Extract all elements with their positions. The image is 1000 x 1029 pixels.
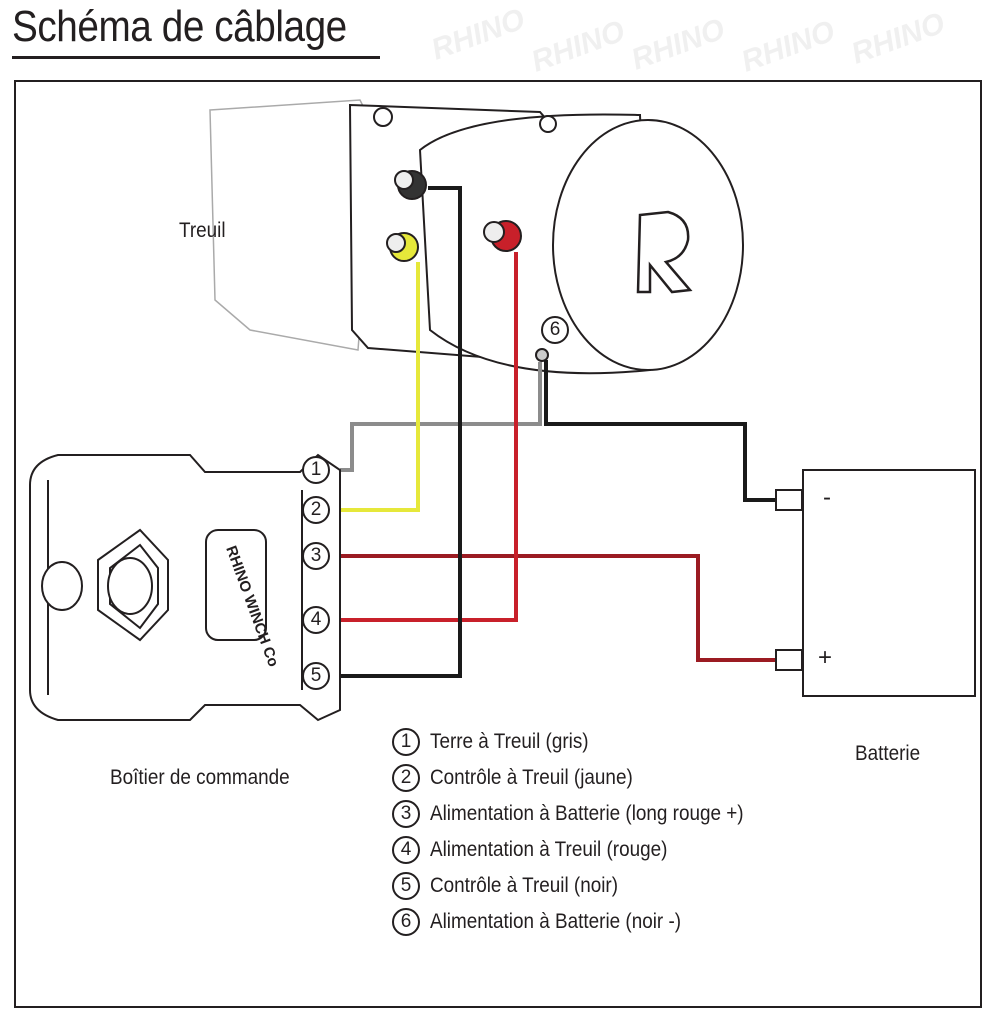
legend-text: Contrôle à Treuil (jaune) [430, 766, 633, 789]
legend-number: 2 [392, 764, 420, 792]
legend-item: 6 Alimentation à Batterie (noir -) [392, 904, 778, 940]
legend-item: 5 Contrôle à Treuil (noir) [392, 868, 778, 904]
winch-terminal-yellow [386, 232, 419, 262]
terminal-5-badge: 5 [302, 662, 330, 690]
title-underline [12, 56, 380, 59]
control-box-drawing [29, 453, 341, 722]
legend-number: 3 [392, 800, 420, 828]
battery-label: Batterie [855, 742, 921, 765]
wire-4-red [340, 252, 518, 622]
legend-text: Contrôle à Treuil (noir) [430, 874, 619, 897]
legend-text: Terre à Treuil (gris) [430, 730, 589, 753]
wire-3-red-long [340, 554, 778, 662]
wire-5-black [340, 186, 462, 678]
legend-text: Alimentation à Batterie (noir -) [430, 910, 682, 933]
wiring-legend: 1 Terre à Treuil (gris) 2 Contrôle à Tre… [392, 724, 778, 940]
battery-positive-sign: + [818, 644, 833, 671]
control-box-label: Boîtier de commande [110, 766, 290, 789]
legend-number: 6 [392, 908, 420, 936]
wire-2-yellow [340, 262, 420, 512]
legend-number: 5 [392, 872, 420, 900]
winch-terminal-red [483, 220, 522, 252]
winch-ground-stud [535, 348, 549, 362]
legend-item: 3 Alimentation à Batterie (long rouge +) [392, 796, 778, 832]
winch-terminal-black [394, 170, 427, 200]
page-title: Schéma de câblage [12, 2, 347, 51]
legend-text: Alimentation à Treuil (rouge) [430, 838, 668, 861]
battery-negative-sign: - [823, 484, 831, 511]
legend-item: 1 Terre à Treuil (gris) [392, 724, 778, 760]
winch-drawing [209, 99, 744, 375]
terminal-6-badge: 6 [541, 316, 569, 344]
terminal-4-badge: 4 [302, 606, 330, 634]
wire-1-gray [340, 362, 542, 472]
winch-label: Treuil [179, 219, 226, 242]
diagram-frame [14, 80, 982, 1008]
legend-number: 4 [392, 836, 420, 864]
legend-number: 1 [392, 728, 420, 756]
wire-6-black [544, 360, 778, 502]
legend-item: 2 Contrôle à Treuil (jaune) [392, 760, 778, 796]
terminal-1-badge: 1 [302, 456, 330, 484]
legend-text: Alimentation à Batterie (long rouge +) [430, 802, 744, 825]
legend-item: 4 Alimentation à Treuil (rouge) [392, 832, 778, 868]
terminal-2-badge: 2 [302, 496, 330, 524]
terminal-3-badge: 3 [302, 542, 330, 570]
battery-drawing [775, 469, 976, 697]
